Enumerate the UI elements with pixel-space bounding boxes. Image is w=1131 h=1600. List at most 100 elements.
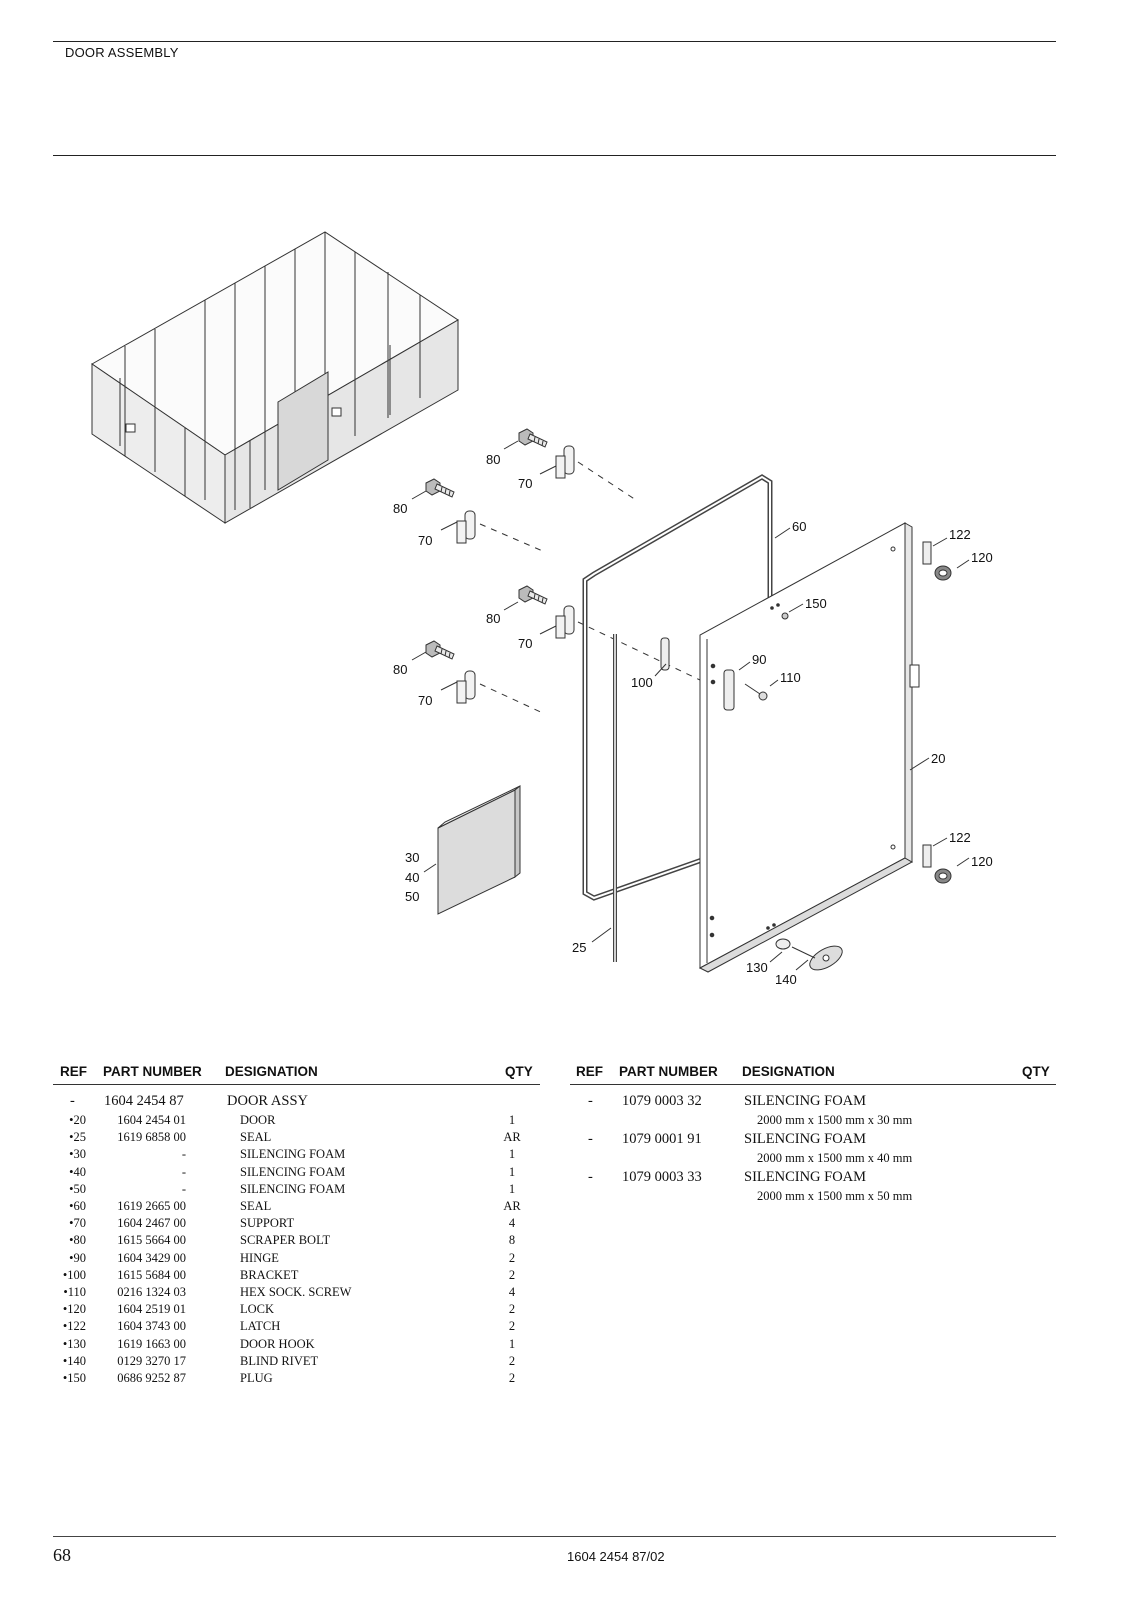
callout-20: 20 <box>931 751 945 766</box>
ref-cell: •110 <box>63 1285 86 1299</box>
designation-cell: SEAL <box>240 1199 272 1213</box>
callout-70: 70 <box>518 636 532 651</box>
ref-cell: •30 <box>69 1147 86 1162</box>
ref-cell: •80 <box>69 1233 86 1248</box>
part-number-cell: 1079 0003 33 <box>622 1169 702 1185</box>
designation-cell: LOCK <box>240 1302 275 1317</box>
left-col-qty-header: QTY <box>505 1064 533 1079</box>
part-number-cell: 1604 2519 01 <box>117 1302 186 1317</box>
ref-cell: •150 <box>62 1371 86 1385</box>
designation-cell: PLUG <box>240 1371 273 1385</box>
left-col-ref-header: REF <box>60 1064 87 1079</box>
callout-60: 60 <box>792 519 806 534</box>
qty-cell: 2 <box>508 1371 516 1385</box>
designation-cell: SEAL <box>240 1130 272 1145</box>
callout-90: 90 <box>752 652 766 667</box>
qty-cell: AR <box>503 1130 521 1145</box>
qty-cell: 2 <box>508 1302 516 1317</box>
callout-110: 110 <box>780 670 801 685</box>
ref-cell: •90 <box>69 1250 86 1265</box>
callout-80: 80 <box>486 611 500 626</box>
ref-cell: •122 <box>62 1319 86 1334</box>
qty-cell: 8 <box>508 1233 516 1248</box>
footer-rule <box>53 1536 1056 1537</box>
qty-cell: 1 <box>508 1113 516 1127</box>
qty-cell: AR <box>503 1199 521 1213</box>
part-number-cell: 1604 2454 01 <box>117 1113 186 1127</box>
callout-150: 150 <box>805 596 827 611</box>
qty-cell: 2 <box>508 1267 516 1282</box>
dimensions-text: 2000 mm x 1500 mm x 40 mm <box>757 1151 913 1165</box>
table-row: - 1079 0003 33 SILENCING FOAM <box>0 1169 1131 1186</box>
callout-120: 120 <box>971 854 993 869</box>
callout-130: 130 <box>746 960 768 975</box>
qty-cell: 2 <box>508 1353 516 1368</box>
section-title: DOOR ASSEMBLY <box>65 45 179 60</box>
left-header-rule <box>53 1084 540 1085</box>
door-panel <box>660 522 920 973</box>
part-number-cell: 1615 5684 00 <box>117 1267 186 1282</box>
designation-cell: SUPPORT <box>240 1216 295 1231</box>
part-number-cell: 1619 1663 00 <box>117 1336 186 1351</box>
callout-50: 50 <box>405 889 419 904</box>
table-row: •70 1604 2467 00 SUPPORT 4 <box>0 1215 560 1232</box>
ref-cell: •25 <box>69 1130 86 1145</box>
designation-cell: SILENCING FOAM <box>240 1147 346 1162</box>
part-number-cell: 1079 0001 91 <box>622 1131 702 1147</box>
designation-cell: DOOR ASSY <box>227 1093 308 1109</box>
bolt-and-support-group <box>425 428 701 715</box>
ref-cell: •140 <box>62 1353 86 1368</box>
callout-80: 80 <box>486 452 500 467</box>
exploded-view-drawing: 80 70 80 70 80 70 80 70 60 122 120 150 9… <box>91 231 993 987</box>
designation-cell: DOOR HOOK <box>240 1336 315 1351</box>
callout-25: 25 <box>572 940 586 955</box>
qty-cell: 1 <box>508 1164 516 1179</box>
callout-30: 30 <box>405 850 419 865</box>
page-number: 68 <box>53 1545 71 1565</box>
designation-cell: SCRAPER BOLT <box>240 1233 331 1248</box>
part-number-cell: 1079 0003 32 <box>622 1093 702 1109</box>
part-number-cell: 1604 3743 00 <box>117 1319 186 1334</box>
part-number-cell: 1604 3429 00 <box>117 1250 186 1265</box>
right-col-designation-header: DESIGNATION <box>742 1064 835 1079</box>
ref-cell: - <box>588 1093 593 1109</box>
foam-block <box>437 784 521 915</box>
callout-40: 40 <box>405 870 419 885</box>
enclosure-illustration <box>91 231 459 524</box>
right-col-part-number-header: PART NUMBER <box>619 1064 718 1079</box>
designation-cell: SILENCING FOAM <box>240 1164 346 1179</box>
right-col-ref-header: REF <box>576 1064 603 1079</box>
ref-cell: - <box>588 1169 593 1185</box>
designation-cell: HINGE <box>240 1250 279 1265</box>
designation-cell: BLIND RIVET <box>240 1353 319 1368</box>
left-col-designation-header: DESIGNATION <box>225 1064 318 1079</box>
ref-cell: •120 <box>62 1302 86 1317</box>
designation-cell: SILENCING FOAM <box>744 1169 867 1185</box>
part-number-cell: - <box>181 1181 186 1196</box>
ref-cell: •70 <box>69 1216 86 1231</box>
ref-cell: - <box>70 1093 75 1109</box>
callout-80: 80 <box>393 662 407 677</box>
qty-cell: 4 <box>508 1216 516 1231</box>
lock-hardware <box>775 541 952 971</box>
callout-80: 80 <box>393 501 407 516</box>
qty-cell: 1 <box>508 1336 516 1351</box>
table-row: - 1604 2454 87 DOOR ASSY <box>0 1093 560 1110</box>
document-number: 1604 2454 87/02 <box>567 1549 665 1564</box>
part-number-cell: 1604 2467 00 <box>117 1216 186 1231</box>
ref-cell: - <box>588 1131 593 1147</box>
qty-cell: 1 <box>508 1147 516 1162</box>
